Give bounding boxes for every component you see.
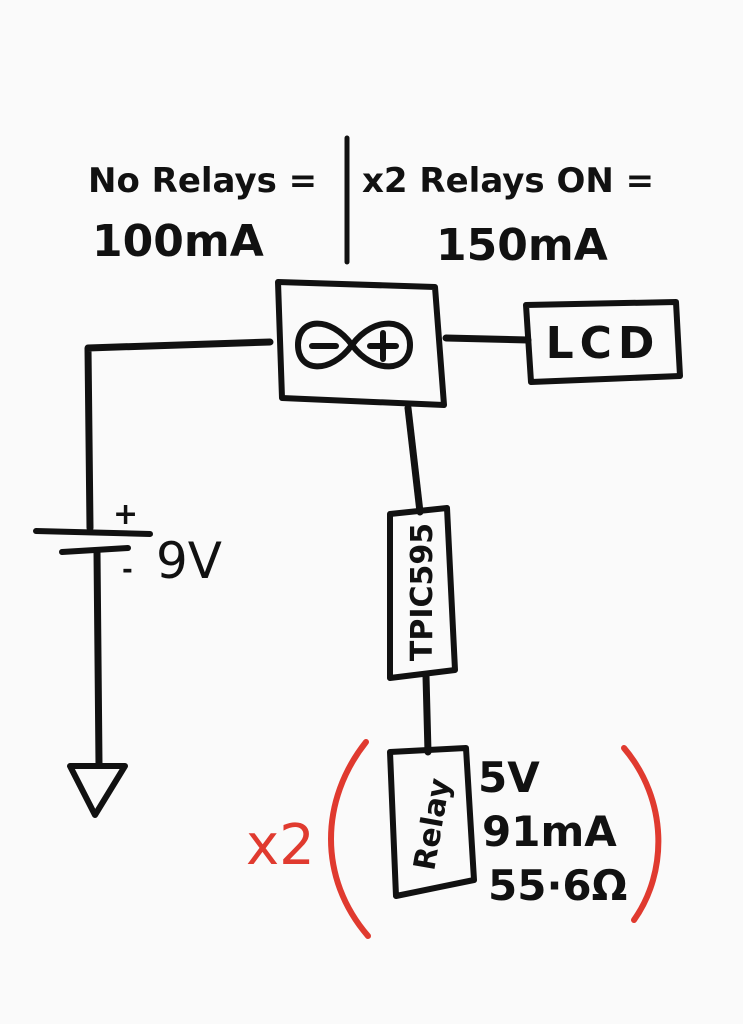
relays-on-current: 150mA: [436, 220, 608, 271]
relay-specs: 5V 91mA 55·6Ω: [478, 753, 627, 910]
relay-module: Relay: [387, 745, 477, 899]
battery-voltage-label: 9V: [156, 532, 222, 590]
battery-9v: + - 9V: [33, 497, 222, 590]
wire-arduino-to-lcd: [442, 334, 532, 344]
tpic595-chip: TPIC595: [387, 505, 458, 681]
power-notes: No Relays = 100mA x2 Relays ON = 150mA: [88, 135, 654, 271]
arduino-infinity-icon: [294, 320, 414, 370]
relay-multiplier: x2: [246, 813, 315, 878]
arduino-board: [275, 279, 447, 408]
lcd-label: LCD: [546, 318, 661, 369]
right-paren: [621, 745, 662, 923]
wire-tpic595-to-relay: [422, 672, 432, 756]
tpic595-label: TPIC595: [405, 523, 440, 661]
battery-plus-sign: +: [113, 497, 138, 532]
relay-resistance: 55·6Ω: [488, 861, 627, 910]
wire-arduino-to-battery: [84, 338, 274, 532]
lcd-display: LCD: [523, 299, 683, 385]
battery-minus-sign: -: [122, 555, 133, 585]
relay-box: [387, 745, 477, 899]
wire-arduino-to-tpic595: [404, 404, 424, 516]
battery-long-plate: [33, 528, 153, 537]
tpic595-box: [387, 505, 458, 681]
battery-short-plate: [59, 545, 131, 555]
wires: [84, 334, 532, 768]
wire-battery-to-ground: [93, 548, 103, 768]
no-relays-label: No Relays =: [88, 161, 317, 201]
relays-on-label: x2 Relays ON =: [362, 161, 654, 201]
relay-label: Relay: [407, 775, 458, 873]
ground-icon: [67, 763, 128, 818]
left-paren: [328, 739, 371, 939]
no-relays-current: 100mA: [92, 216, 264, 267]
relay-multiplier-group: x2: [246, 739, 662, 939]
arduino-box: [275, 279, 447, 408]
relay-current: 91mA: [482, 807, 617, 856]
lcd-box: [523, 299, 683, 385]
relay-voltage: 5V: [478, 753, 540, 802]
